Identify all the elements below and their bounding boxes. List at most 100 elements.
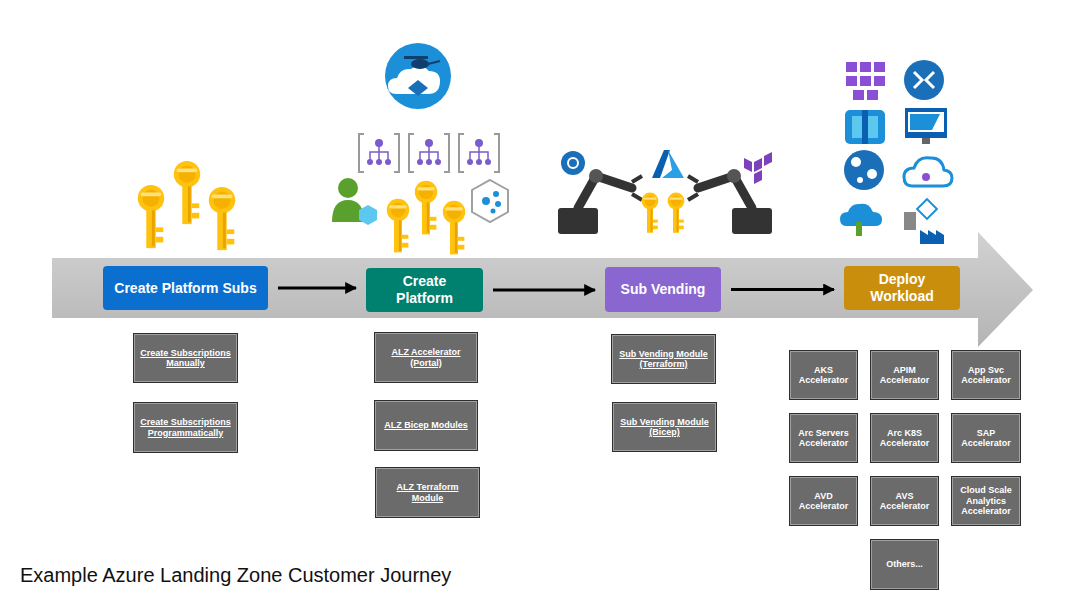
platform-icons [332, 43, 508, 254]
link-box: ALZ Accelerator (Portal) [374, 332, 478, 383]
platform-icons-part [408, 80, 428, 96]
workload-icons-part [917, 199, 937, 219]
workload-icons-part-part [846, 76, 857, 86]
vending-robots-part-part [754, 158, 762, 172]
accelerator-box: Cloud Scale Analytics Accelerator [951, 476, 1021, 526]
platform-icons-part [367, 139, 491, 165]
workload-icons-part-part [860, 62, 871, 72]
link-box: ALZ Terraform Module [375, 467, 480, 518]
workload-icons-part [910, 114, 940, 130]
platform-icons-part-part [370, 146, 388, 160]
workload-icons-part [856, 222, 862, 236]
workload-icons-part [844, 150, 884, 190]
platform-icons-part [472, 180, 508, 222]
box-label: Arc Servers Accelerator [795, 428, 852, 449]
workload-icons-part [851, 157, 861, 167]
platform-icons-part [338, 178, 358, 198]
platform-icons-part-part [425, 139, 433, 147]
phase-box: Create Platform Subs [103, 266, 268, 310]
platform-subs-keys-part [138, 185, 164, 248]
vending-robots-part-part [764, 152, 772, 166]
platform-icons-part-part [417, 159, 423, 165]
platform-icons-part [359, 205, 377, 225]
platform-icons-part-part [476, 159, 482, 165]
workload-icons-part [904, 158, 952, 186]
box-label: Others... [886, 559, 923, 569]
workload-icons-part [867, 169, 877, 179]
box-label: SAP Accelerator [957, 428, 1015, 449]
phase-box: Sub Vending [605, 267, 721, 312]
workload-icons-part [922, 138, 930, 144]
box-label: Arc K8S Accelerator [876, 428, 933, 449]
platform-icons-part [415, 181, 437, 235]
platform-icons-part-part [359, 134, 399, 172]
vending-robots-part-part [754, 170, 762, 184]
platform-icons-part-part [375, 139, 383, 147]
box-label: Create Subscriptions Manually [139, 348, 232, 369]
vending-robots [558, 150, 772, 234]
workload-icons-part [846, 62, 885, 100]
platform-icons-part [359, 134, 499, 172]
workload-icons-part-part [860, 76, 871, 86]
accelerator-box: Others... [870, 539, 939, 590]
platform-icons-part-part [475, 139, 483, 147]
platform-icons-part [495, 201, 501, 207]
platform-subs-keys-part [209, 187, 235, 250]
platform-icons-part [387, 199, 409, 253]
accelerator-box: AVD Accelerator [789, 476, 858, 526]
platform-icons-part-part [420, 146, 438, 160]
vending-robots-part [688, 176, 698, 200]
box-label: ALZ Terraform Module [381, 482, 474, 503]
platform-icons-part-part [367, 159, 373, 165]
vending-robots-part [561, 151, 585, 175]
platform-icons-part-part [385, 159, 391, 165]
accelerator-box: Arc Servers Accelerator [789, 413, 858, 463]
journey-arrow [52, 232, 1033, 347]
platform-icons-part [482, 197, 490, 205]
accelerator-box: Arc K8S Accelerator [870, 413, 939, 463]
workload-icons [840, 60, 952, 244]
accelerator-box: AKS Accelerator [789, 350, 858, 400]
accelerator-box: APIM Accelerator [870, 350, 939, 400]
platform-icons-part-part [459, 134, 499, 172]
workload-icons-part [845, 110, 885, 144]
box-label: App Svc Accelerator [957, 365, 1015, 386]
box-label: Sub Vending Module (Bicep) [618, 417, 711, 438]
phase-box: Deploy Workload [844, 266, 960, 310]
platform-icons-part [443, 201, 465, 255]
box-label: Create Platform Subs [114, 280, 256, 297]
workload-icons-part [908, 112, 944, 132]
vending-robots-part [662, 150, 684, 178]
platform-icons-part [411, 59, 429, 69]
workload-icons-part-part [874, 76, 885, 86]
link-box: Sub Vending Module (Bicep) [612, 402, 717, 452]
link-box: Sub Vending Module (Terraform) [611, 334, 716, 384]
phase-box: Create Platform [366, 268, 483, 312]
box-label: AKS Accelerator [795, 365, 852, 386]
box-label: ALZ Bicep Modules [384, 420, 468, 430]
vending-robots-part [632, 176, 642, 200]
platform-icons-part-part [426, 159, 432, 165]
workload-icons-part [922, 173, 930, 181]
platform-icons-part [491, 209, 496, 214]
vending-robots-part [589, 169, 603, 183]
platform-icons-part-part [467, 159, 473, 165]
diagram-title: Example Azure Landing Zone Customer Jour… [20, 564, 451, 587]
vending-robots-part [578, 176, 632, 208]
workload-icons-part [904, 60, 944, 100]
flow-arrow [493, 289, 595, 292]
platform-icons-part [428, 61, 440, 64]
box-label: Create Subscriptions Programmatically [139, 417, 232, 438]
platform-icons-part [493, 191, 499, 197]
box-label: Deploy Workload [852, 271, 952, 305]
vending-robots-part [642, 193, 659, 233]
workload-icons-part-part [853, 90, 864, 100]
platform-icons-part-part [376, 159, 382, 165]
vending-robots-part [744, 152, 772, 184]
box-label: Cloud Scale Analytics Accelerator [957, 485, 1015, 516]
box-label: APIM Accelerator [876, 365, 933, 386]
accelerator-box: App Svc Accelerator [951, 350, 1021, 400]
link-box: Create Subscriptions Programmatically [133, 402, 238, 453]
workload-icons-part-part [846, 62, 857, 72]
